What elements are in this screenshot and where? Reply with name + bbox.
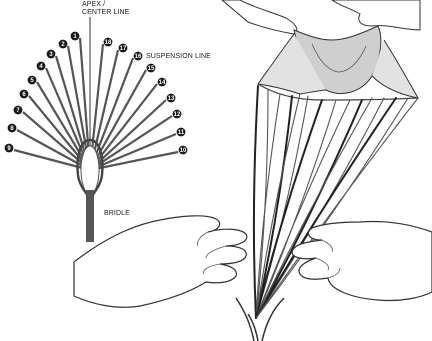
apex-label-line2: CENTER LINE (82, 9, 130, 16)
line-number-badge: 4 (37, 62, 46, 71)
line-number-text: 12 (174, 112, 181, 118)
line-number-badge: 13 (167, 94, 176, 103)
canopy-illustration (74, 0, 432, 341)
line-number-text: 18 (105, 40, 112, 46)
bridle (86, 190, 94, 242)
line-number-badge: 9 (5, 144, 14, 153)
line-number-badge: 1 (71, 32, 80, 41)
line-number-badge: 16 (134, 52, 143, 61)
line-number-text: 10 (180, 148, 187, 154)
line-number-text: 15 (148, 66, 155, 72)
canopy-suspension-line (254, 86, 258, 318)
line-number-badge: 8 (8, 124, 17, 133)
bridle-label: BRIDLE (104, 210, 130, 217)
apex-label-line1: APEX / (82, 1, 105, 8)
line-number-badge: 3 (47, 50, 56, 59)
line-number-badge: 7 (14, 106, 23, 115)
apex-loop-interior (81, 146, 99, 194)
line-number-badge: 18 (104, 38, 113, 47)
line-number-badge: 15 (147, 64, 156, 73)
line-number-badge: 17 (119, 44, 128, 53)
line-number-text: 16 (135, 54, 142, 60)
suspension-line (29, 96, 90, 170)
line-number-text: 11 (178, 130, 185, 136)
line-number-badge: 14 (158, 78, 167, 87)
line-number-text: 13 (168, 96, 175, 102)
lower-right-hand (292, 221, 432, 300)
line-number-badge: 12 (173, 110, 182, 119)
lower-left-hand (74, 216, 247, 307)
upper-left-hand (222, 0, 297, 34)
line-number-badge: 5 (28, 76, 37, 85)
line-number-text: 17 (120, 46, 127, 52)
line-number-badge: 2 (59, 40, 68, 49)
line-number-badge: 6 (20, 90, 29, 99)
upper-right-hand (332, 0, 420, 30)
suspension-line-label: SUSPENSION LINE (146, 53, 211, 60)
line-number-badge: 11 (177, 128, 186, 137)
line-number-badge: 10 (179, 146, 188, 155)
line-number-text: 14 (159, 80, 166, 86)
